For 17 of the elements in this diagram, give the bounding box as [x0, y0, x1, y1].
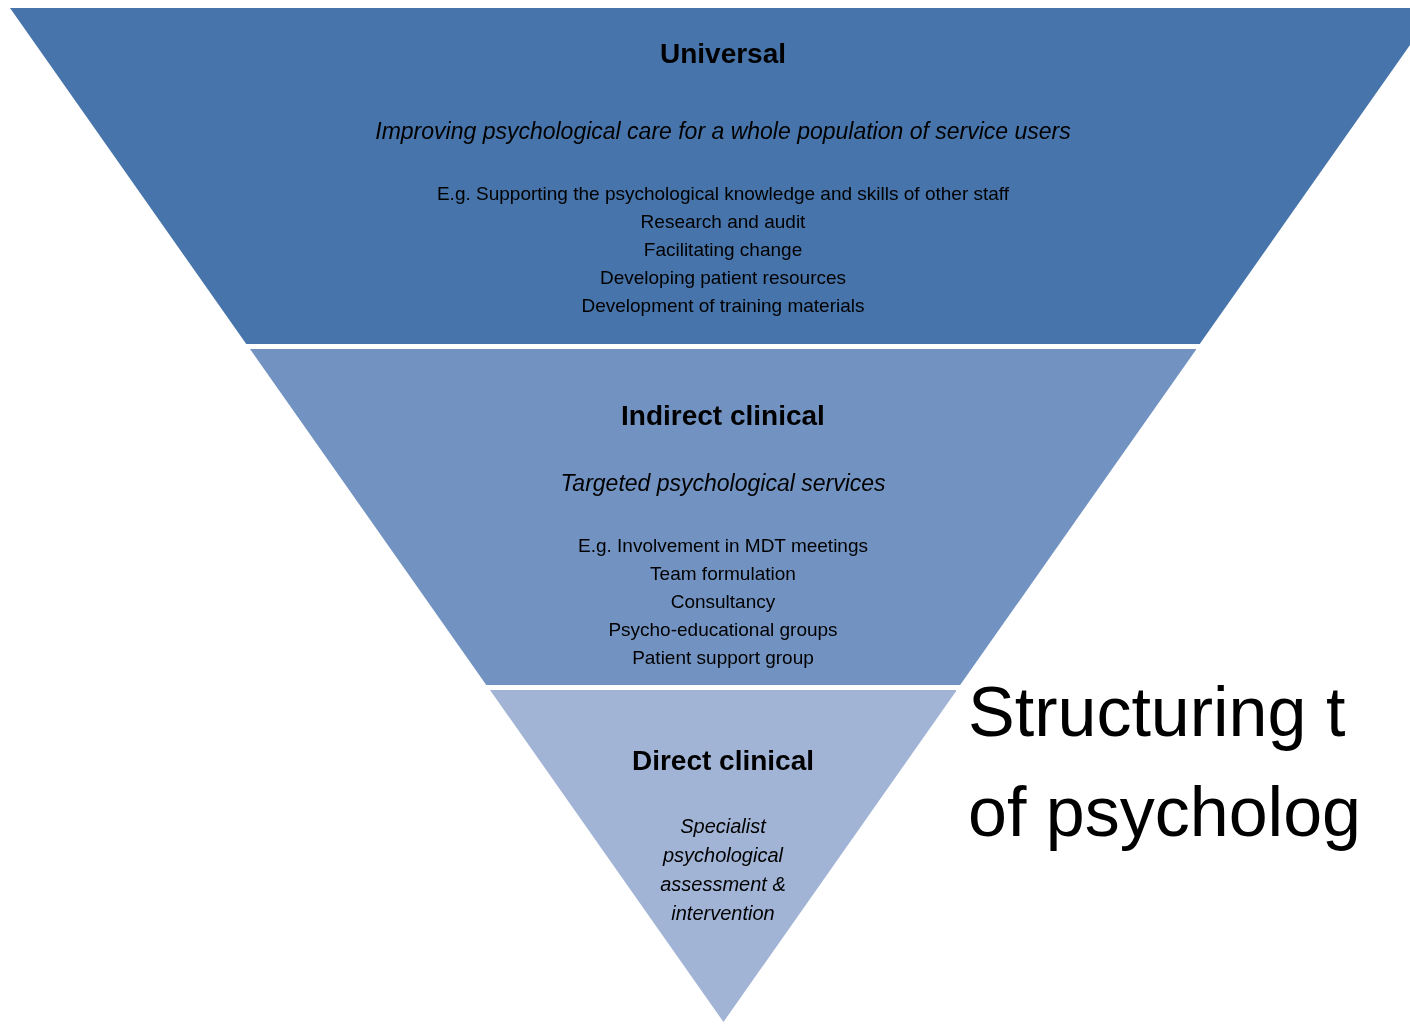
example-item: Psycho-educational groups [607, 618, 839, 642]
example-item: Facilitating change [642, 238, 804, 262]
tier-description: Targeted psychological services [560, 470, 886, 497]
tier-heading: Direct clinical [631, 745, 815, 777]
example-item: E.g. Involvement in MDT meetings [577, 534, 868, 558]
example-item: E.g. Supporting the psychological knowledge and skills of other staff [436, 182, 1010, 206]
slide-title: Structuring t of psycholog [968, 672, 1363, 853]
example-item: Patient support group [631, 646, 815, 670]
tier-description: Improving psychological care for a whole population of service users [375, 118, 1071, 145]
example-item: Consultancy [669, 590, 777, 614]
example-item: Developing patient resources [598, 266, 848, 290]
example-item: Team formulation [649, 562, 797, 586]
example-item: Research and audit [639, 210, 807, 234]
tier-heading: Universal [659, 38, 787, 70]
example-item: Development of training materials [580, 294, 866, 318]
tier-heading: Indirect clinical [621, 400, 825, 432]
tier-description: Specialist psychological assessment & intervention [659, 814, 787, 926]
